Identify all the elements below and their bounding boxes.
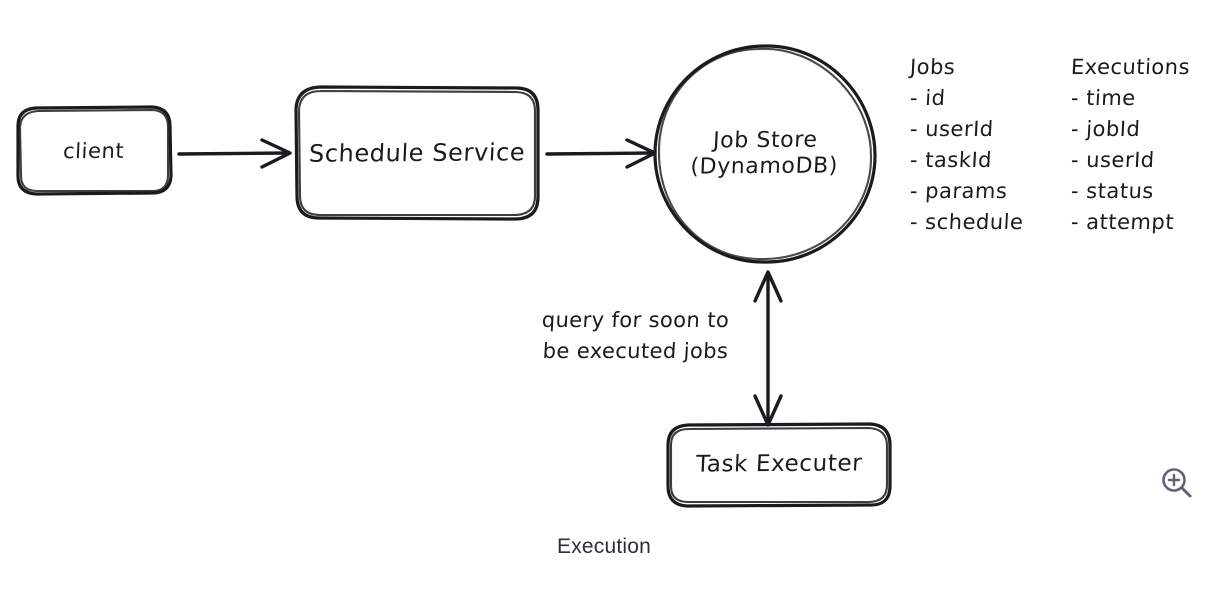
- schema-executions: Executions - time - jobId - userId - sta…: [1070, 52, 1191, 238]
- node-client[interactable]: client: [16, 106, 172, 196]
- edge-label-line1: query for soon to: [541, 308, 730, 332]
- job-store-circle-outline: [653, 44, 877, 264]
- node-task-executer[interactable]: Task Executer: [666, 423, 892, 507]
- task-executer-box-outline: [666, 422, 892, 508]
- schema-jobs-title: Jobs: [909, 55, 956, 79]
- node-job-store[interactable]: Job Store (DynamoDB): [655, 44, 875, 264]
- schema-jobs-field: - id: [909, 86, 947, 110]
- node-task-executer-label: Task Executer: [695, 450, 863, 479]
- schema-jobs: Jobs - id - userId - taskId - params - s…: [909, 52, 1025, 238]
- schema-jobs-field: - schedule: [909, 210, 1025, 234]
- diagram-caption: Execution: [557, 535, 652, 558]
- schema-executions-field: - time: [1070, 86, 1137, 110]
- arrow-client-to-schedule: [177, 138, 292, 169]
- schema-executions-title: Executions: [1070, 55, 1191, 79]
- zoom-in-button[interactable]: [1156, 462, 1198, 504]
- node-job-store-label: Job Store (DynamoDB): [690, 128, 840, 181]
- schema-executions-field: - attempt: [1070, 210, 1175, 234]
- node-client-label: client: [62, 138, 126, 163]
- arrow-schedule-to-jobstore: [545, 138, 657, 169]
- schema-jobs-field: - params: [909, 179, 1009, 203]
- schema-jobs-field: - taskId: [909, 148, 993, 172]
- edge-label-line2: be executed jobs: [542, 339, 729, 363]
- zoom-in-icon: [1162, 468, 1192, 498]
- arrow-executer-to-jobstore: [753, 270, 783, 427]
- schedule-service-box-outline: [294, 85, 540, 221]
- schema-executions-field: - userId: [1070, 148, 1156, 172]
- node-schedule-service[interactable]: Schedule Service: [295, 86, 539, 220]
- edge-label-query-for-jobs: query for soon to be executed jobs: [513, 305, 758, 367]
- node-schedule-service-label: Schedule Service: [308, 138, 526, 168]
- node-job-store-label-line1: Job Store: [712, 127, 819, 154]
- schema-jobs-field: - userId: [909, 117, 995, 141]
- schema-executions-field: - status: [1070, 179, 1155, 203]
- client-box-outline: [16, 105, 173, 196]
- node-job-store-label-line2: (DynamoDB): [690, 153, 839, 180]
- schema-executions-field: - jobId: [1070, 117, 1141, 141]
